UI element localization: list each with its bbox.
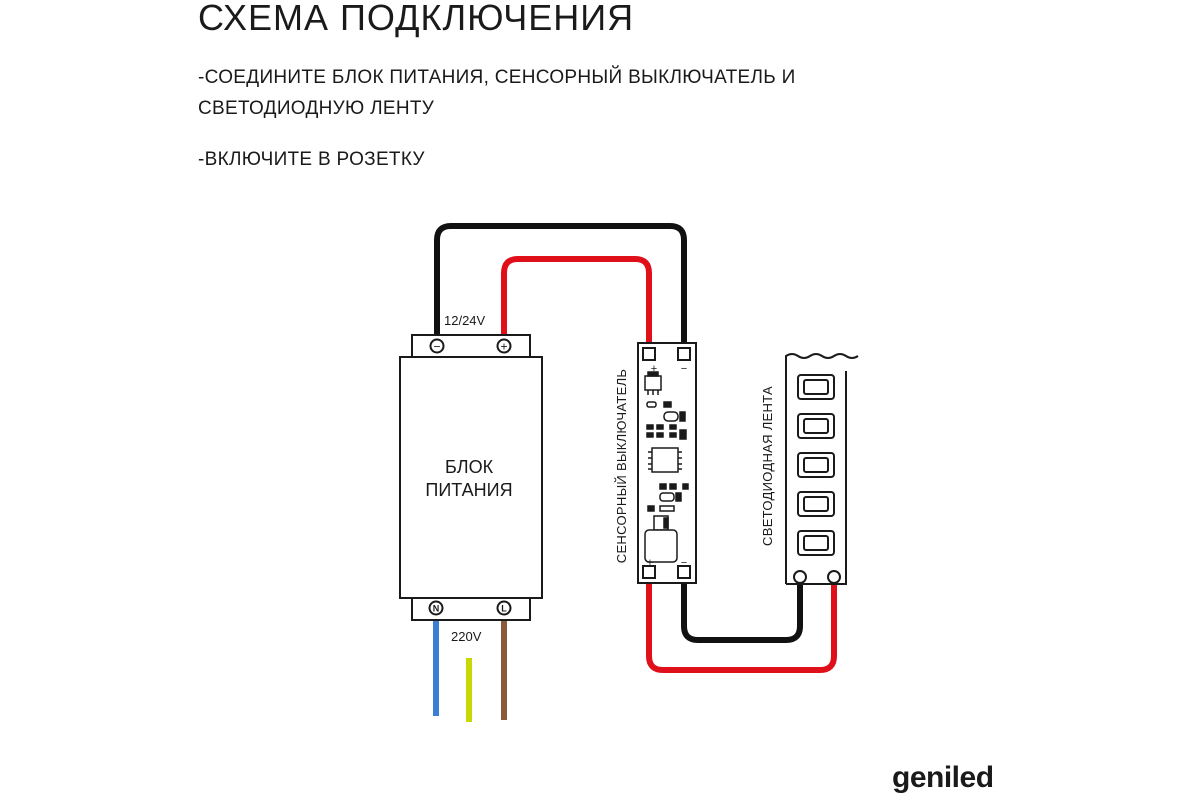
psu-n-label: N — [433, 604, 440, 614]
psu-label-line1: БЛОК — [445, 457, 494, 477]
black-wire-switch-to-strip — [681, 576, 803, 643]
switch-plus-label-top: + — [651, 363, 657, 375]
led-chip-inner — [803, 418, 829, 434]
switch-capacitor — [644, 529, 678, 563]
led-chip-inner — [803, 535, 829, 551]
red-wire-switch-to-strip — [646, 576, 837, 673]
switch-minus-pad-bottom — [677, 565, 691, 579]
psu-label-line2: ПИТАНИЯ — [425, 480, 512, 500]
psu-input-voltage: 220V — [451, 629, 482, 644]
switch-chip — [651, 447, 679, 473]
switch-minus-label-bottom: − — [681, 557, 687, 569]
wires — [433, 223, 837, 722]
led-chip-inner — [803, 379, 829, 395]
switch-label: СЕНСОРНЫЙ ВЫКЛЮЧАТЕЛЬ — [614, 369, 629, 563]
psu-n-terminal — [428, 600, 444, 616]
touch-switch — [637, 342, 697, 584]
psu-minus-label: − — [433, 340, 440, 354]
strip-plus-pad — [827, 570, 841, 584]
led-strip — [785, 353, 859, 585]
led-strip-body — [785, 353, 859, 585]
instruction-step-connect: -СОЕДИНИТЕ БЛОК ПИТАНИЯ, СЕНСОРНЫЙ ВЫКЛЮ… — [198, 67, 796, 119]
led-strip-label: СВЕТОДИОДНАЯ ЛЕНТА — [760, 386, 775, 546]
instruction-step-plug-in: -ВКЛЮЧИТЕ В РОЗЕТКУ — [198, 149, 425, 170]
black-wire-psu-to-switch — [434, 223, 687, 348]
psu-minus-terminal — [429, 338, 445, 354]
switch-minus-pad-top — [677, 347, 691, 361]
psu-output-voltage: 12/24V — [444, 313, 486, 328]
red-wire-psu-to-switch — [501, 256, 652, 348]
switch-minus-label-top: − — [681, 363, 687, 375]
switch-components — [644, 371, 689, 563]
psu-body — [399, 356, 543, 599]
switch-plus-label-bottom: + — [647, 557, 653, 569]
switch-plus-pad-bottom — [642, 565, 656, 579]
page-title: СХЕМА ПОДКЛЮЧЕНИЯ — [198, 0, 635, 38]
strip-minus-pad — [793, 570, 807, 584]
led-chip-inner — [803, 496, 829, 512]
psu-plus-terminal — [496, 338, 512, 354]
led-list — [797, 374, 835, 556]
psu-plus-label: + — [500, 340, 507, 354]
power-supply — [399, 334, 543, 621]
brand-logo: geniled — [892, 761, 994, 794]
psu-l-terminal — [496, 600, 512, 616]
psu-l-label: L — [501, 604, 507, 614]
led-chip-inner — [803, 457, 829, 473]
switch-plus-pad-top — [642, 347, 656, 361]
